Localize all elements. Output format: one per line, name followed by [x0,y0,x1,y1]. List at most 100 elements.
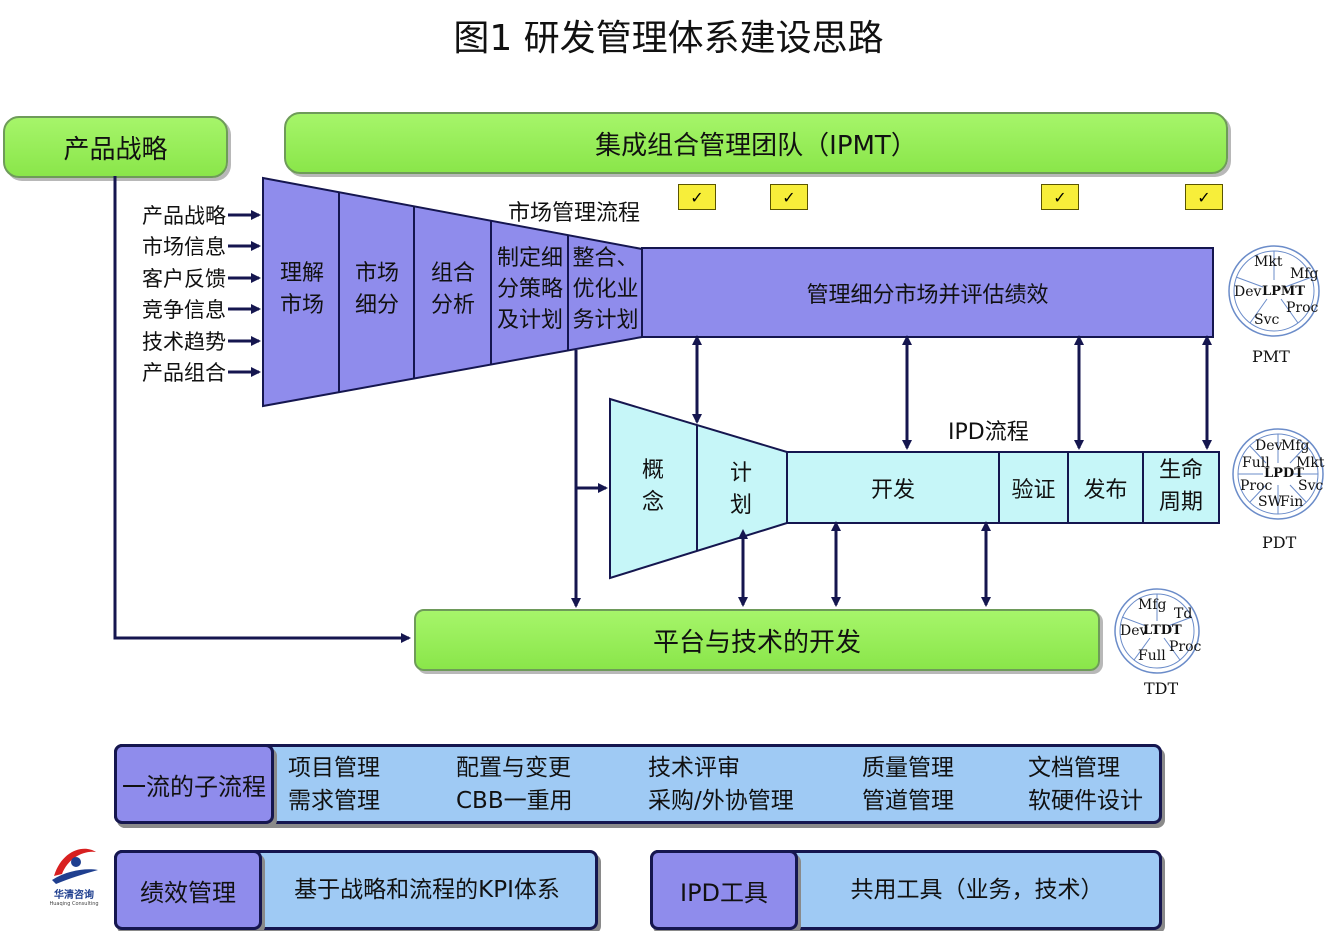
performance-content: 基于战略和流程的KPI体系 [294,877,560,903]
subprocess-item: 需求管理 [288,788,380,814]
checkpoint-icon: ✓ [770,184,808,210]
subprocess-column: 项目管理 需求管理 [288,752,380,818]
diagram-title: 图1 研发管理体系建设思路 [453,18,884,59]
subprocess-item: 项目管理 [288,755,380,781]
ipd-phase-verify: 验证 [1011,477,1056,503]
product-strategy-label: 产品战略 [63,134,168,165]
product-strategy-box: 产品战略 [3,116,228,178]
circle-role-label: Mfg [1290,266,1319,282]
funnel-step-text: 优化业 [572,277,639,302]
subprocess-item: 文档管理 [1028,755,1120,781]
circle-center-label: LTDT [1143,623,1182,638]
circle-role-label: Mfg [1138,597,1167,613]
circle-role-label: Svc [1254,312,1280,328]
input-label: 市场信息 [142,235,226,259]
ipd-phase-concept: 概 念 [620,455,686,519]
market-process-label: 市场管理流程 [508,201,641,226]
subprocess-item: 软硬件设计 [1028,788,1143,814]
circle-caption: PMT [1252,347,1290,366]
circle-role-label: Svc [1298,478,1324,494]
logo-swoosh-icon [52,848,98,884]
funnel-step-strategy: 制定细 分策略 及计划 [493,243,567,336]
circle-role-label: Mkt [1254,254,1283,270]
funnel-step-segment: 市场 细分 [342,258,412,322]
circle-role-label: Proc [1240,478,1273,494]
subprocess-label-box: 一流的子流程 [114,744,274,824]
funnel-step-understand: 理解 市场 [268,258,336,322]
circle-role-label: Td [1174,606,1193,622]
input-label: 产品战略 [142,204,226,228]
funnel-step-text: 分策略 [496,277,563,302]
pdt-team-circle [1232,428,1324,520]
circle-role-label: Mkt [1296,455,1325,471]
input-label: 客户反馈 [142,267,226,291]
ipd-phase-text: 周期 [1158,490,1203,515]
subprocess-item: 配置与变更 [456,755,571,781]
performance-label: 绩效管理 [140,878,236,907]
ipd-phase-release: 发布 [1083,477,1128,503]
performance-label-box: 绩效管理 [114,850,262,930]
circle-role-label: Dev [1255,438,1283,454]
circle-caption: PDT [1262,533,1297,552]
pmt-team-circle [1228,245,1320,337]
subprocess-item: 采购/外协管理 [648,788,794,814]
market-bar-label: 管理细分市场并评估绩效 [806,282,1049,308]
funnel-step-text: 组合 [430,261,475,286]
logo-name: 华清咨询 [54,890,94,901]
funnel-step-text: 市场 [354,261,399,286]
subprocess-column: 配置与变更 CBB一重用 [456,752,573,818]
ipd-phase-text: 概 [641,458,664,483]
input-label: 产品组合 [142,361,226,385]
circle-role-label: Dev [1234,284,1262,300]
circle-role-label: Proc [1286,300,1319,316]
funnel-step-text: 分析 [430,293,475,318]
platform-bar: 平台与技术的开发 [414,609,1100,671]
circle-role-label: Full [1138,648,1166,664]
funnel-step-text: 理解 [279,261,324,286]
subprocess-column: 质量管理 管道管理 [862,752,954,818]
subprocess-item: 质量管理 [862,755,954,781]
strategy-platform-connector [113,176,411,643]
funnel-step-text: 制定细 [496,246,563,271]
funnel-step-text: 及计划 [496,308,563,333]
platform-label: 平台与技术的开发 [652,627,861,658]
market-bar [641,247,1214,338]
ipd-tools-label: IPD工具 [679,878,769,907]
circle-role-label: Full [1242,455,1270,471]
input-label: 技术趋势 [142,330,226,354]
circle-role-label: Dev [1120,623,1148,639]
circle-role-label: Fin [1280,494,1304,510]
company-logo: 华清咨询 Huaqing Consulting [48,840,100,907]
funnel-step-text: 务计划 [572,308,639,333]
circle-role-label: Mfg [1281,438,1310,454]
ipd-phase-text: 念 [641,490,664,515]
circle-role-label: Proc [1169,639,1202,655]
circle-center-label: LPMT [1262,284,1305,299]
tdt-team-circle [1114,588,1200,674]
ipd-phase-plan: 计 划 [705,458,777,522]
funnel-step-portfolio: 组合 分析 [417,258,489,322]
logo-subtitle: Huaqing Consulting [49,901,99,907]
ipd-tools-content: 共用工具（业务，技术） [850,877,1104,903]
ipd-phase-lifecycle: 生命 周期 [1143,455,1219,519]
ipd-phase-text: 计 [729,461,752,486]
ipd-bar [786,451,1220,524]
circle-center-label: LPDT [1264,466,1304,481]
funnel-step-text: 细分 [354,293,399,318]
ipd-phase-develop: 开发 [870,477,915,503]
checkpoint-icon: ✓ [1185,184,1223,210]
subprocess-item: CBB一重用 [456,788,573,814]
subprocess-row [114,744,1162,824]
subprocess-label: 一流的子流程 [122,772,266,801]
ipd-phase-text: 生命 [1158,458,1203,483]
ipmt-bar: 集成组合管理团队（IPMT） [284,112,1228,174]
ipd-tools-label-box: IPD工具 [650,850,798,930]
funnel-step-text: 整合、 [572,246,639,271]
input-label: 竞争信息 [142,298,226,322]
subprocess-item: 技术评审 [648,755,740,781]
checkpoint-icon: ✓ [678,184,716,210]
circle-caption: TDT [1144,679,1179,698]
funnel-step-integrate: 整合、 优化业 务计划 [569,243,642,336]
subprocess-item: 管道管理 [862,788,954,814]
